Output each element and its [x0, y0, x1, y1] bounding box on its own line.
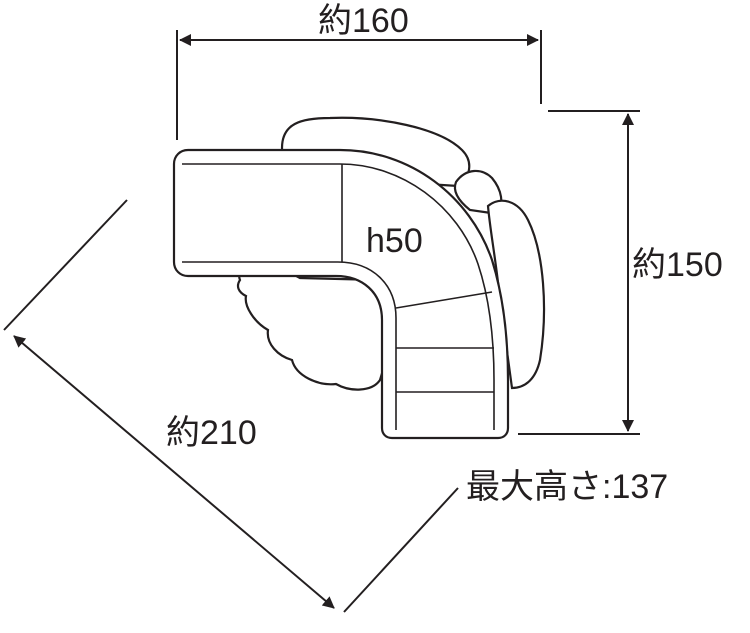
- diagonal-dimension-line: [13, 335, 335, 609]
- seat-height-label: h50: [366, 222, 423, 260]
- max-height-label: 最大高さ:137: [466, 468, 668, 506]
- sofa-inner-outline: [182, 163, 495, 430]
- width-label: 約160: [318, 2, 409, 40]
- depth-dimension: 約150: [518, 110, 723, 435]
- sofa-outer-outline: [172, 148, 510, 440]
- diagonal-extension-upper: [3, 199, 128, 331]
- seat-divider-corner: [395, 291, 493, 309]
- diagonal-extension-lower: [343, 487, 459, 613]
- diagonal-dimension: 約210: [3, 199, 459, 613]
- depth-label: 約150: [632, 246, 723, 284]
- corner-pillow: [236, 267, 388, 391]
- sofa-seat-frame: [172, 148, 510, 440]
- back-cushion-right: [486, 199, 546, 390]
- diagonal-label: 約210: [166, 414, 257, 452]
- back-cushion-corner: [453, 169, 503, 216]
- width-dimension: 約160: [176, 2, 542, 140]
